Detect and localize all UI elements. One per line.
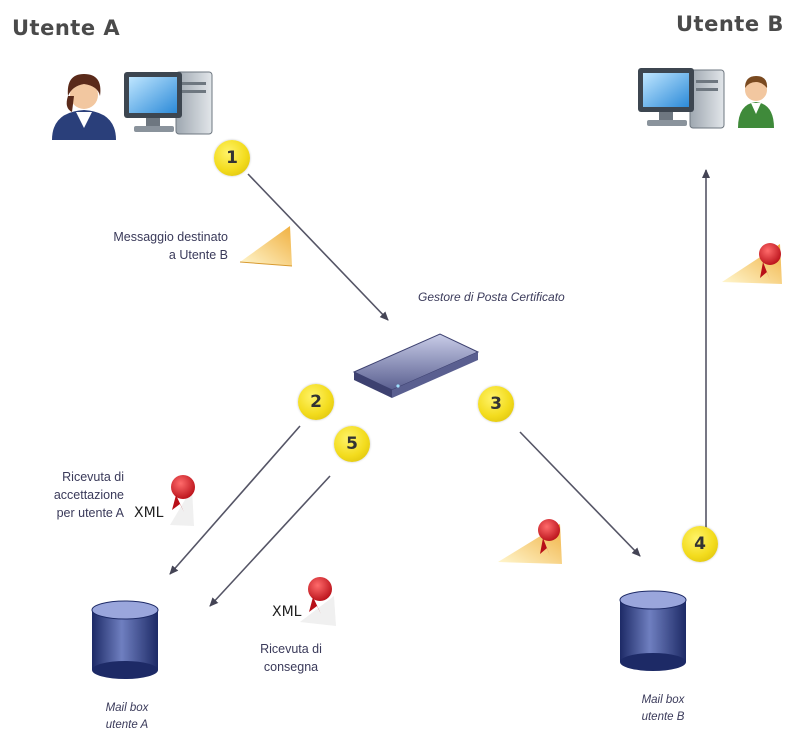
mailbox-b-label-line: Mail box	[641, 694, 685, 706]
mailbox-b-label: Mail box utente B	[628, 692, 698, 726]
mailbox-a-database-icon	[91, 600, 159, 679]
step-badge-2: 2	[298, 384, 334, 420]
step-badge-4: 4	[682, 526, 718, 562]
xml-receipt-a-icon	[170, 475, 195, 526]
gateway-server-icon	[352, 333, 480, 398]
acceptance-label-line: per utente A	[56, 506, 124, 520]
user-b-title: Utente B	[676, 12, 784, 36]
message-label-line: a Utente B	[168, 248, 228, 262]
acceptance-label-line: accettazione	[53, 488, 124, 502]
arrow-step-5	[209, 475, 331, 607]
arrow-step-1	[247, 173, 389, 321]
step-badge-3: 3	[478, 386, 514, 422]
message-envelope-icon	[239, 226, 293, 267]
user-a-computer-icon	[124, 71, 213, 135]
delivery-label-line: consegna	[263, 660, 319, 674]
message-label: Messaggio destinato a Utente B	[48, 228, 228, 264]
gateway-label: Gestore di Posta Certificato	[418, 290, 565, 304]
delivery-label-line: Ricevuta di	[260, 642, 322, 656]
arrow-step-2	[169, 425, 301, 575]
user-a-avatar-icon	[52, 74, 116, 140]
acceptance-receipt-label: Ricevuta di accettazione per utente A	[4, 468, 124, 522]
mailbox-a-label-line: utente A	[105, 719, 149, 731]
mailbox-b-database-icon	[619, 590, 687, 671]
step-badge-5: 5	[334, 426, 370, 462]
delivery-receipt-label: Ricevuta di consegna	[236, 640, 346, 676]
xml-label-b: XML	[272, 604, 302, 620]
acceptance-label-line: Ricevuta di	[62, 470, 124, 484]
certified-envelope-icon	[498, 519, 562, 564]
xml-receipt-b-icon	[300, 577, 336, 626]
user-a-title: Utente A	[12, 16, 121, 40]
xml-label-a: XML	[134, 505, 164, 521]
mailbox-a-label: Mail box utente A	[84, 700, 170, 734]
certified-envelope-icon	[722, 243, 782, 284]
user-b-computer-icon	[638, 68, 725, 129]
mailbox-a-label-line: Mail box	[105, 702, 149, 714]
mailbox-b-label-line: utente B	[641, 711, 685, 723]
arrow-step-3	[519, 431, 641, 557]
step-badge-1: 1	[214, 140, 250, 176]
user-b-avatar-icon	[738, 76, 774, 128]
message-label-line: Messaggio destinato	[113, 230, 228, 244]
